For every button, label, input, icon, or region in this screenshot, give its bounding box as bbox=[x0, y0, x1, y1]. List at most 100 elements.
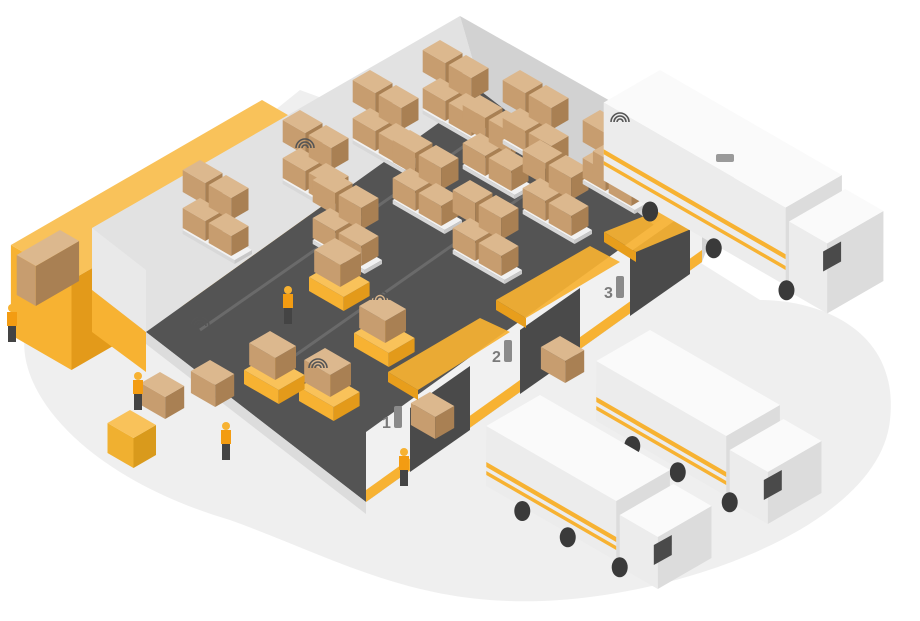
cardboard-box-right-face bbox=[361, 236, 379, 266]
cardboard-box-left-face bbox=[410, 403, 436, 439]
truck-top-right-windshield bbox=[823, 241, 842, 272]
cardboard-box-left-face bbox=[418, 193, 442, 226]
cardboard-box-top-face bbox=[528, 123, 569, 146]
truck-front-stripe bbox=[486, 471, 617, 550]
cardboard-box bbox=[528, 85, 569, 130]
cardboard-box-top-face bbox=[208, 175, 249, 198]
cardboard-box-top-face bbox=[312, 208, 353, 231]
container-cargo-box-top-face bbox=[16, 230, 80, 266]
cardboard-box-left-face bbox=[392, 178, 416, 211]
truck-front-cargo-top-face bbox=[486, 395, 670, 501]
cardboard-box-left-face bbox=[182, 170, 206, 205]
cardboard-box-left-face bbox=[249, 343, 276, 380]
shelving-and-boxes bbox=[107, 40, 652, 468]
cardboard-box-left-face bbox=[190, 371, 216, 407]
shelf-left-face bbox=[462, 165, 515, 199]
cardboard-box-top-face bbox=[488, 148, 529, 171]
worker-vest bbox=[283, 294, 293, 308]
truck-front-cab-right-face bbox=[657, 506, 712, 589]
worker-legs bbox=[222, 444, 230, 460]
cardboard-box bbox=[308, 125, 349, 170]
worker-helmet bbox=[400, 448, 408, 456]
worker-helmet bbox=[8, 304, 16, 312]
wifi-icon bbox=[370, 290, 390, 301]
cardboard-box bbox=[548, 193, 589, 236]
cardboard-box-right-face bbox=[385, 309, 406, 343]
shelf-left-face bbox=[392, 200, 445, 234]
cardboard-box-left-face bbox=[312, 180, 336, 215]
truck-middle-wheel bbox=[721, 492, 738, 513]
truck-top-right-cab-top-face bbox=[789, 189, 884, 244]
truck-top-right-cargo-top-face bbox=[603, 70, 842, 208]
cardboard-box-left-face bbox=[522, 188, 546, 221]
container-cargo-box-left-face bbox=[16, 255, 36, 306]
worker-legs bbox=[134, 394, 142, 410]
dock-number-2: 2 bbox=[492, 349, 501, 366]
worker-vest bbox=[399, 456, 409, 470]
dock-opening-2 bbox=[520, 288, 580, 394]
truck-top-right-wheel bbox=[778, 280, 795, 301]
cardboard-box-left-face bbox=[418, 155, 442, 190]
cardboard-box-top-face bbox=[522, 140, 563, 163]
shelf-right-face bbox=[364, 260, 382, 274]
cardboard-box-right-face bbox=[231, 226, 249, 256]
cardboard-box-left-face bbox=[208, 223, 232, 256]
cardboard-box-left-face bbox=[462, 105, 486, 140]
cardboard-box-top-face bbox=[338, 185, 379, 208]
cardboard-box-top-face bbox=[418, 183, 459, 206]
worker-helmet bbox=[222, 422, 230, 430]
container-cargo-box bbox=[16, 230, 80, 306]
cardboard-box-left-face bbox=[392, 140, 416, 175]
truck-top-right-cargo-left-face bbox=[603, 102, 786, 286]
cardboard-box-top-face bbox=[282, 148, 323, 171]
cardboard-box bbox=[314, 238, 361, 287]
agv-robot-left-face bbox=[354, 333, 389, 367]
cardboard-box-left-face bbox=[182, 208, 206, 241]
cardboard-box-top-face bbox=[359, 294, 406, 321]
shelf-right-face bbox=[234, 250, 252, 264]
cardboard-box bbox=[478, 195, 519, 240]
truck-front-cab bbox=[619, 484, 712, 589]
dock-number-3: 3 bbox=[604, 285, 613, 302]
dock-canopy-1 bbox=[388, 318, 510, 390]
cardboard-box-left-face bbox=[452, 228, 476, 261]
cardboard-box-left-face bbox=[140, 383, 166, 419]
agv-robot-right-face bbox=[388, 338, 415, 367]
truck-middle-cab bbox=[729, 419, 822, 524]
agv-robot-right-face bbox=[278, 375, 305, 404]
wifi-icon bbox=[610, 112, 630, 123]
shelf-left-face bbox=[352, 140, 405, 174]
shelf-left-face bbox=[522, 210, 575, 244]
dock-canopy-2 bbox=[496, 246, 620, 318]
truck-middle bbox=[596, 330, 822, 524]
cardboard-box-left-face bbox=[378, 95, 402, 130]
cardboard-box-right-face bbox=[471, 68, 489, 100]
cardboard-box bbox=[448, 55, 489, 100]
cardboard-box-top-face bbox=[282, 110, 323, 133]
cardboard-box-right-face bbox=[501, 208, 519, 240]
cardboard-box bbox=[190, 360, 235, 407]
truck-middle-stripe bbox=[596, 406, 727, 485]
worker-legs bbox=[284, 308, 292, 324]
cardboard-box-right-face bbox=[361, 198, 379, 230]
cardboard-box-left-face bbox=[304, 360, 331, 397]
cardboard-box-top-face bbox=[448, 55, 489, 78]
forklift bbox=[107, 410, 156, 468]
traffic-light-icon bbox=[504, 340, 512, 362]
cardboard-box-right-face bbox=[501, 246, 519, 276]
truck-front-stripe bbox=[486, 462, 617, 542]
cardboard-box-left-face bbox=[488, 120, 512, 155]
cardboard-box bbox=[304, 348, 351, 397]
cardboard-box-top-face bbox=[338, 223, 379, 246]
cardboard-box bbox=[410, 392, 455, 439]
cardboard-box-left-face bbox=[478, 205, 502, 240]
truck-top-right-stripe bbox=[603, 149, 786, 260]
cardboard-box-top-face bbox=[422, 40, 463, 63]
cardboard-box-top-face bbox=[208, 213, 249, 236]
cardboard-box-left-face bbox=[548, 165, 572, 200]
cardboard-box-top-face bbox=[462, 95, 503, 118]
cardboard-box-left-face bbox=[422, 50, 446, 85]
cardboard-box-top-face bbox=[352, 70, 393, 93]
cardboard-box-left-face bbox=[502, 80, 526, 115]
cardboard-box bbox=[249, 331, 296, 380]
